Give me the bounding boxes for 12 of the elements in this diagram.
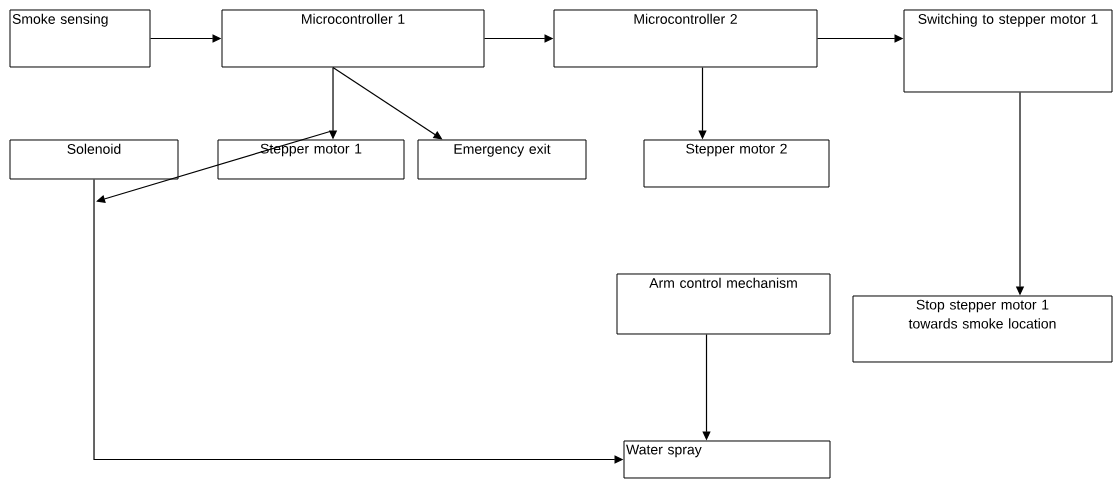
process-box: Stepper motor 1: [217, 139, 405, 180]
process-box: Stepper motor 2: [643, 139, 830, 188]
process-box: Water spray: [623, 440, 831, 479]
process-box: Switching to stepper motor 1: [903, 9, 1113, 93]
process-box: Arm control mechanism: [616, 273, 831, 335]
process-box: Solenoid: [9, 139, 179, 180]
process-box: Stop stepper motor 1 towards smoke location: [852, 295, 1113, 363]
process-box: Microcontroller 1: [221, 9, 485, 68]
arrow: [96, 130, 331, 203]
process-box: Emergency exit: [417, 139, 587, 180]
process-box: Microcontroller 2: [553, 9, 818, 68]
process-box: Smoke sensing: [9, 9, 151, 68]
